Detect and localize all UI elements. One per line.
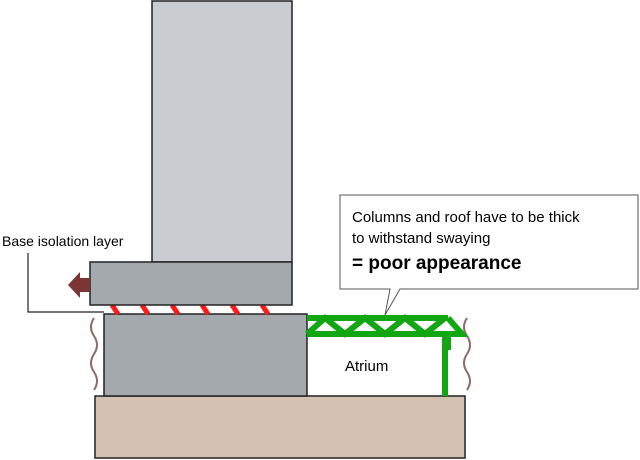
base-isolation-stripes [109, 303, 271, 316]
callout-text-emphasis: = poor appearance [352, 253, 522, 274]
callout-text-line2: to withstand swaying [352, 230, 491, 247]
lower-building [103, 313, 308, 397]
wavy-line-icon [463, 317, 471, 391]
wavy-line-icon [90, 317, 98, 391]
left-arrow-icon [68, 272, 90, 298]
label-leader-line [27, 253, 104, 313]
atrium-label: Atrium [345, 358, 389, 375]
upper-building-tower [151, 0, 293, 263]
foundation-ground [94, 395, 466, 459]
callout-bubble [339, 194, 639, 316]
atrium-frame [305, 314, 469, 396]
callout-text-line1: Columns and roof have to be thick [352, 209, 580, 226]
base-isolation-layer-label: Base isolation layer [2, 233, 124, 249]
upper-base-slab [89, 261, 293, 306]
